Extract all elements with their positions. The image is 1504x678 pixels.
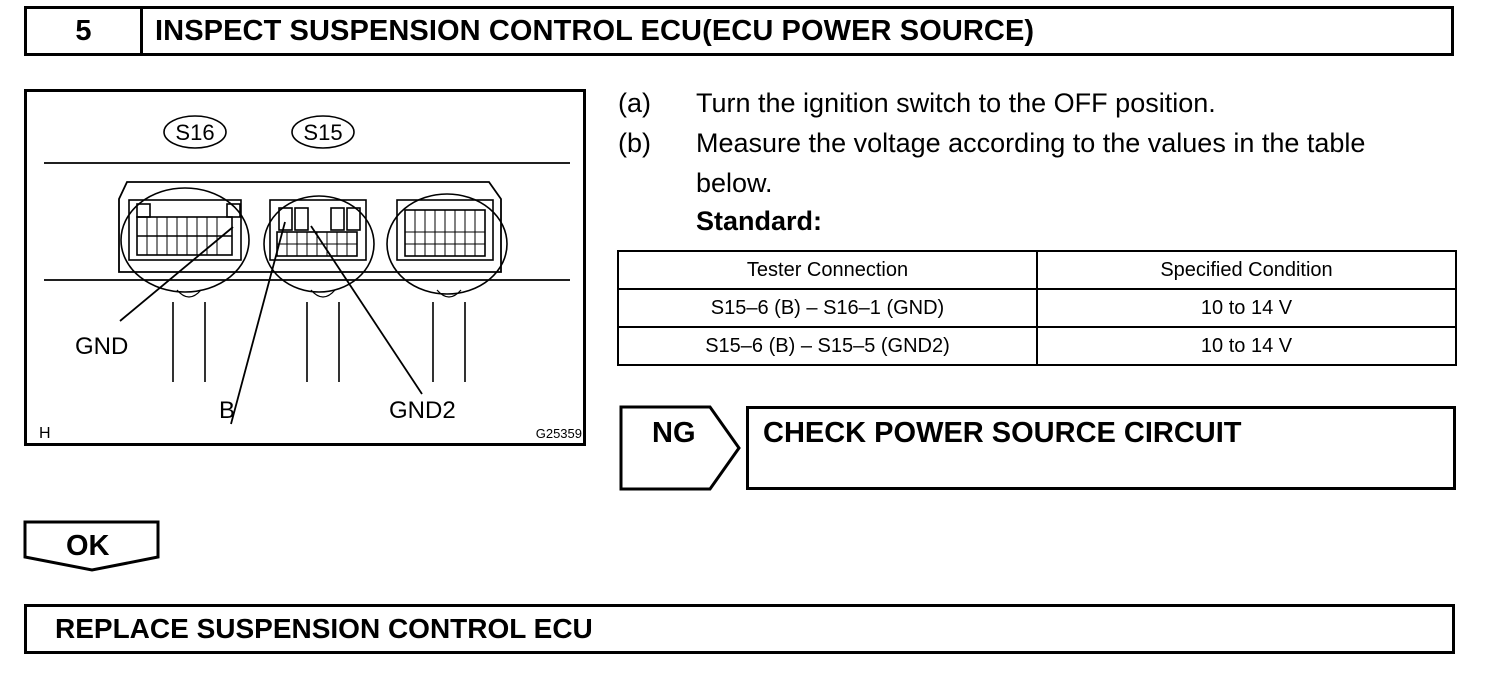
instruction-a: (a) Turn the ignition switch to the OFF …: [618, 83, 1478, 123]
table-row: S15–6 (B) – S15–5 (GND2) 10 to 14 V: [617, 326, 1457, 366]
table-header-specified-condition: Specified Condition: [1036, 250, 1457, 290]
table-cell: 10 to 14 V: [1036, 326, 1457, 366]
ng-arrow-tag: [619, 405, 741, 491]
ng-action-box: CHECK POWER SOURCE CIRCUIT: [746, 406, 1456, 490]
table-header-tester-connection: Tester Connection: [617, 250, 1038, 290]
b-terminal-label: B: [219, 397, 235, 424]
ng-label: NG: [652, 417, 696, 449]
specification-table: Tester Connection Specified Condition S1…: [617, 250, 1457, 366]
ok-arrow-tag: [23, 520, 160, 572]
ok-action-box: REPLACE SUSPENSION CONTROL ECU: [24, 604, 1455, 654]
instruction-b-label: (b): [618, 128, 651, 158]
table-cell: 10 to 14 V: [1036, 288, 1457, 328]
instruction-b-text-line1: Measure the voltage according to the val…: [696, 128, 1366, 158]
instruction-b-text-line2: below.: [696, 168, 773, 198]
corner-label: H: [39, 425, 51, 442]
ok-label: OK: [66, 530, 110, 562]
gnd2-terminal-label: GND2: [389, 397, 456, 424]
step-title: INSPECT SUSPENSION CONTROL ECU(ECU POWER…: [155, 14, 1035, 47]
connector-s16-oval: [163, 115, 227, 149]
instruction-a-text: Turn the ignition switch to the OFF posi…: [696, 88, 1216, 118]
step-number: 5: [27, 9, 143, 53]
table-cell: S15–6 (B) – S16–1 (GND): [617, 288, 1038, 328]
table-row: S15–6 (B) – S16–1 (GND) 10 to 14 V: [617, 288, 1457, 328]
table-header-row: Tester Connection Specified Condition: [617, 250, 1457, 290]
ecu-connector-illustration: S16 S15 GND B GND2 H G25359: [39, 115, 582, 442]
connector-s15-label: S15: [303, 120, 342, 145]
figure-id: G25359: [536, 426, 582, 441]
instruction-a-label: (a): [618, 88, 651, 118]
standard-label: Standard:: [696, 206, 823, 236]
table-cell: S15–6 (B) – S15–5 (GND2): [617, 326, 1038, 366]
instruction-b: (b) Measure the voltage according to the…: [618, 123, 1478, 203]
connector-diagram: S16 S15 GND B GND2 H G25359: [24, 89, 586, 446]
connector-s16-label: S16: [175, 120, 214, 145]
step-header: 5 INSPECT SUSPENSION CONTROL ECU(ECU POW…: [24, 6, 1454, 56]
connector-s15-oval: [291, 115, 355, 149]
gnd-terminal-label: GND: [75, 333, 128, 360]
